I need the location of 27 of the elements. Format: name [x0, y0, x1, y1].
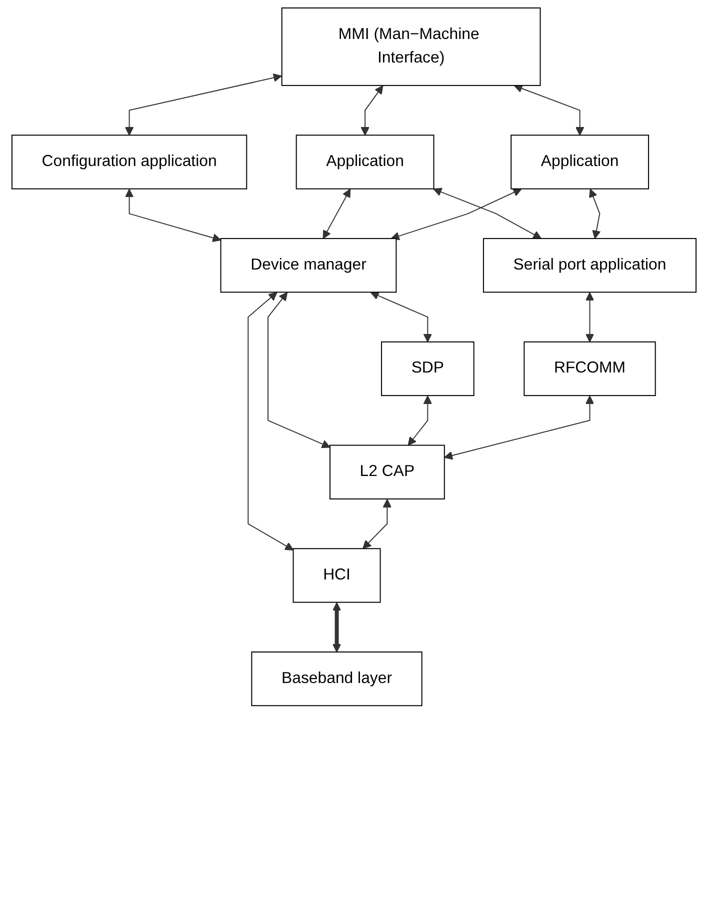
arrow: [433, 188, 542, 239]
arrow: [124, 73, 282, 136]
node-box: Application: [510, 134, 650, 190]
arrow: [585, 292, 594, 342]
arrow: [514, 84, 584, 136]
node-box: Serial port application: [482, 238, 697, 293]
arrow: [589, 188, 601, 239]
arrow: [268, 292, 330, 448]
arrow: [248, 292, 294, 550]
node-box: L2 CAP: [329, 444, 445, 500]
node-box: RFCOMM: [524, 341, 656, 396]
node-box: Configuration application: [11, 134, 248, 190]
arrow: [444, 396, 594, 460]
arrow: [370, 291, 432, 342]
node-box: Device manager: [220, 238, 397, 293]
arrow: [390, 188, 522, 240]
node-box: Application: [296, 134, 434, 190]
node-box: SDP: [381, 341, 474, 396]
node-box: Baseband layer: [251, 652, 422, 706]
arrow: [124, 188, 222, 242]
arrow: [360, 85, 384, 136]
node-box: MMI (Man−Machine Interface): [281, 7, 541, 86]
arrow: [322, 188, 351, 239]
arrow: [332, 602, 342, 652]
arrow: [408, 396, 432, 446]
arrow: [362, 498, 392, 550]
node-box: HCI: [292, 548, 381, 603]
